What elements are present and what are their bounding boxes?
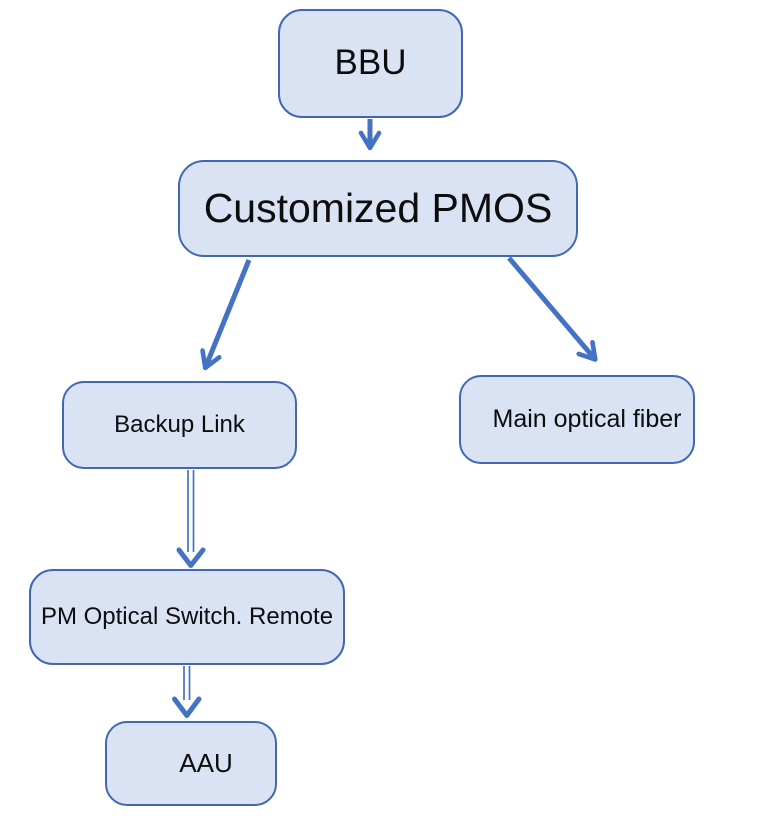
edge-pmos-to-main-optical-fiber [507, 256, 598, 362]
node-backup-link: Backup Link [62, 381, 297, 469]
node-customized-pmos: Customized PMOS [178, 160, 578, 257]
node-main-optical-fiber-label: Main optical fiber [492, 404, 682, 433]
node-backup-link-label: Backup Link [114, 410, 245, 438]
edge-backup-link-to-pm-optical-switch [176, 470, 206, 568]
node-aau: AAU [105, 721, 277, 806]
edge-pm-optical-switch-to-aau [172, 666, 202, 718]
node-bbu: BBU [278, 9, 463, 118]
node-pm-optical-switch-remote-label: PM Optical Switch. Remote [40, 602, 334, 630]
node-main-optical-fiber: Main optical fiber [459, 375, 695, 464]
edge-pmos-to-backup-link [200, 259, 252, 371]
node-bbu-label: BBU [334, 43, 407, 83]
node-aau-label: AAU [179, 748, 233, 779]
node-customized-pmos-label: Customized PMOS [203, 184, 553, 231]
node-pm-optical-switch-remote: PM Optical Switch. Remote [29, 569, 345, 665]
